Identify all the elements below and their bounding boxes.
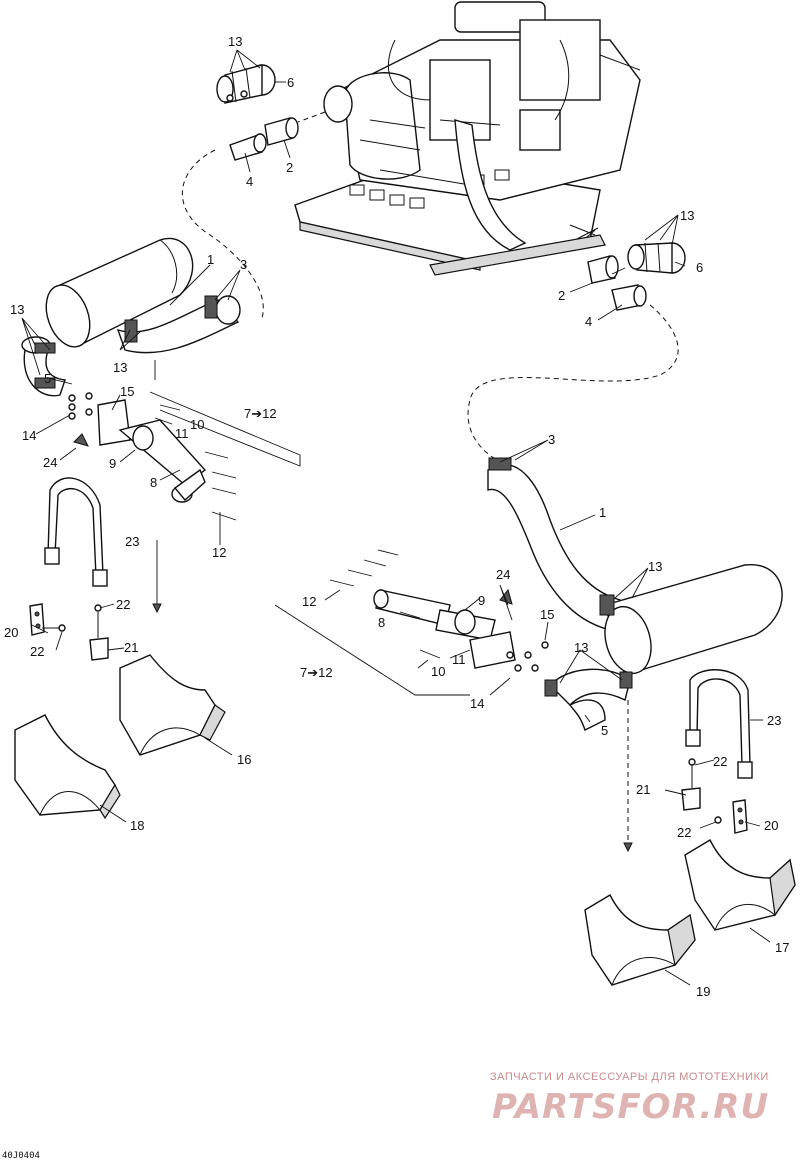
muffler-right (599, 564, 783, 676)
callout-1: 1 (599, 505, 606, 520)
strap-right (685, 669, 753, 779)
hose-connector-upper-left (229, 117, 299, 161)
callout-21: 21 (636, 782, 650, 797)
callout-1: 1 (207, 252, 214, 267)
bracket-left (29, 603, 109, 661)
callout-12: 12 (302, 594, 316, 609)
callout-24: 24 (496, 567, 510, 582)
callout-14: 14 (22, 428, 36, 443)
callout-3: 3 (240, 257, 247, 272)
clamp-set-upper-right (627, 242, 686, 274)
callout-21: 21 (124, 640, 138, 655)
diagram-code: 40J0404 (2, 1151, 40, 1161)
callout-18: 18 (130, 818, 144, 833)
callout-20: 20 (4, 625, 18, 640)
support-block-16 (119, 654, 226, 756)
callout-20: 20 (764, 818, 778, 833)
watermark-brand: PARTSFOR.RU (492, 1087, 769, 1127)
callout-22: 22 (677, 825, 691, 840)
callout-19: 19 (696, 984, 710, 999)
callout-13: 13 (228, 34, 242, 49)
callout-15: 15 (120, 384, 134, 399)
callout-8: 8 (378, 615, 385, 630)
callout-6: 6 (287, 75, 294, 90)
callout-9: 9 (478, 593, 485, 608)
elbow-5-left (21, 336, 66, 397)
callout-22: 22 (30, 644, 44, 659)
right-exhaust-assembly (274, 242, 796, 986)
callout-12: 12 (212, 545, 226, 560)
callout-11: 11 (452, 652, 466, 667)
callout-24: 24 (43, 455, 57, 470)
callout-range: 7➔12 (244, 406, 277, 421)
callout-16: 16 (237, 752, 251, 767)
callout-13: 13 (574, 640, 588, 655)
support-block-18 (14, 714, 121, 820)
callout-9: 9 (109, 456, 116, 471)
outlet-pipe-right (373, 588, 516, 669)
callout-13: 13 (648, 559, 662, 574)
callout-22: 22 (713, 754, 727, 769)
elbow-5-right (544, 668, 633, 731)
hose-connector-upper-right (587, 255, 647, 311)
elbow-pipe-left (116, 295, 241, 354)
callout-range: 7➔12 (300, 665, 333, 680)
callout-23: 23 (767, 713, 781, 728)
callout-13: 13 (113, 360, 127, 375)
callout-4: 4 (585, 314, 592, 329)
callout-22: 22 (116, 597, 130, 612)
strap-left (44, 477, 108, 587)
callout-23: 23 (125, 534, 139, 549)
fasteners-right (329, 549, 549, 672)
callout-4: 4 (246, 174, 253, 189)
callout-2: 2 (286, 160, 293, 175)
callout-11: 11 (175, 426, 189, 441)
bracket-right (681, 758, 748, 834)
callout-numbers: 13 6 2 4 1 3 13 13 5 15 7➔12 10 11 14 24… (4, 34, 789, 999)
callout-5: 5 (601, 723, 608, 738)
callout-14: 14 (470, 696, 484, 711)
callout-2: 2 (558, 288, 565, 303)
watermark-tagline: ЗАПЧАСТИ И АКСЕССУАРЫ ДЛЯ МОТОТЕХНИКИ (490, 1071, 769, 1083)
callout-10: 10 (190, 417, 204, 432)
fasteners-left (68, 392, 237, 521)
clamp-set-upper-left (216, 64, 276, 104)
callout-3: 3 (548, 432, 555, 447)
callout-13: 13 (680, 208, 694, 223)
support-block-19 (584, 894, 696, 986)
callout-6: 6 (696, 260, 703, 275)
callout-17: 17 (775, 940, 789, 955)
callout-10: 10 (431, 664, 445, 679)
callout-8: 8 (150, 475, 157, 490)
support-block-17 (684, 839, 796, 931)
leader-lines (21, 49, 771, 986)
callout-13: 13 (10, 302, 24, 317)
outlet-pipe-left (97, 399, 207, 503)
left-exhaust-assembly (14, 64, 326, 820)
engine-assembly (294, 1, 641, 276)
callout-15: 15 (540, 607, 554, 622)
callout-5: 5 (44, 371, 51, 386)
